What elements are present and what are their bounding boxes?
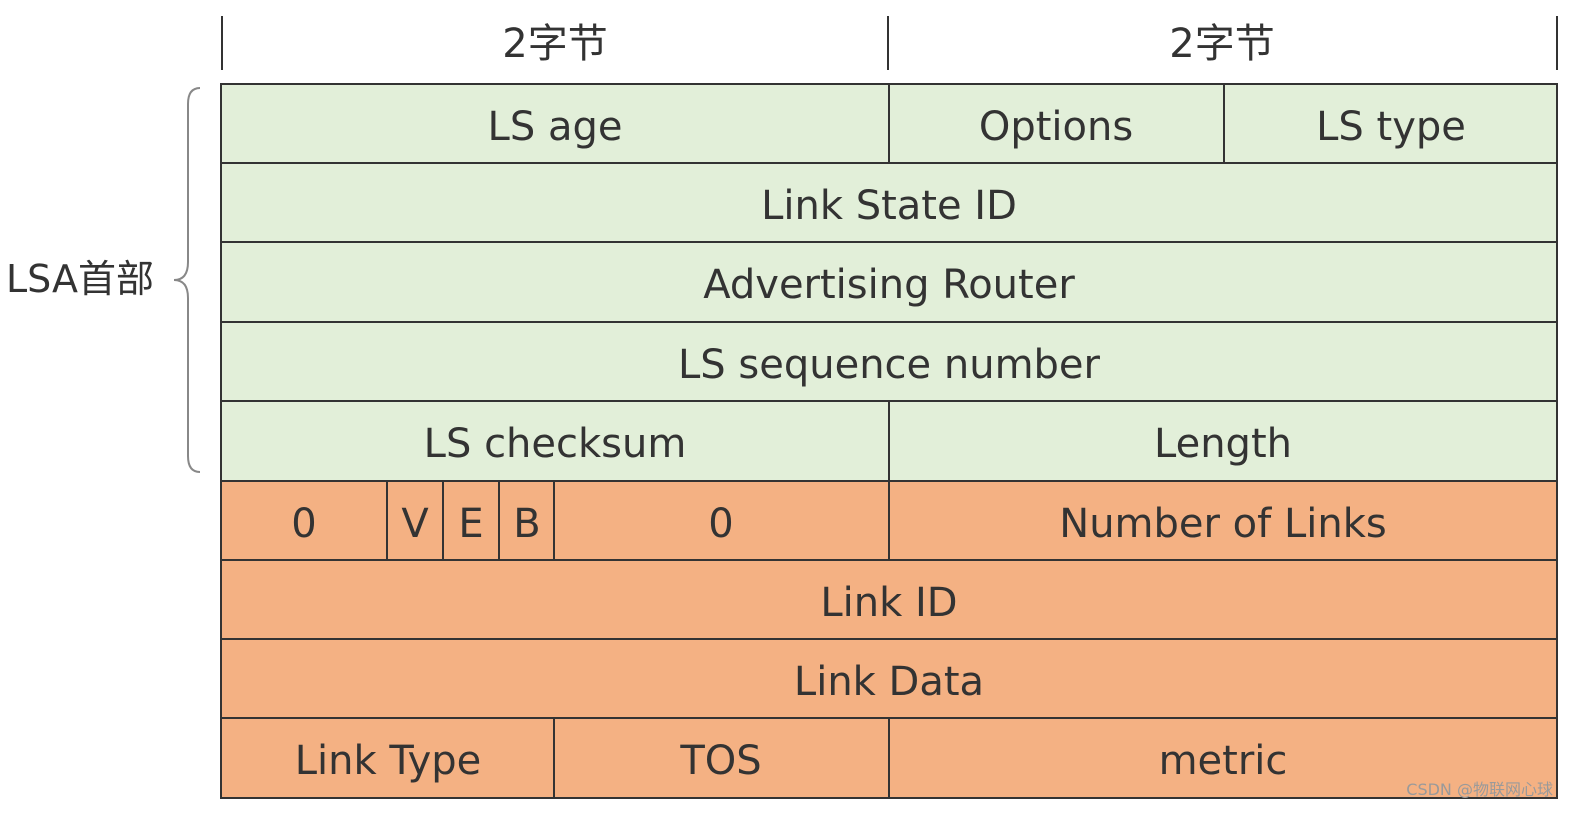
tos-label: TOS (679, 738, 761, 784)
field-ls-checksum (220, 400, 890, 482)
link-type-label: Link Type (295, 738, 482, 784)
field-metric (888, 717, 1558, 799)
number-of-links-label: Number of Links (1059, 501, 1386, 547)
field-tos (553, 717, 890, 799)
watermark: CSDN @物联网心球 (1406, 780, 1553, 799)
options-label: Options (979, 104, 1133, 150)
link-data-label: Link Data (794, 659, 984, 705)
field-length (888, 400, 1558, 482)
metric-label: metric (1159, 738, 1288, 784)
field-ls-age (220, 83, 890, 164)
length-label: Length (1154, 421, 1292, 467)
field-link-data (220, 638, 1558, 719)
field-zero-right (553, 480, 890, 561)
link-id-label: Link ID (820, 580, 957, 626)
router-lsa-section: 0 V E B 0 Number of Links Link ID Link D… (220, 480, 1558, 799)
flag-b-label: B (513, 501, 540, 547)
left-width-label: 2字节 (502, 21, 607, 67)
curly-brace-icon (173, 87, 201, 473)
field-number-of-links (888, 480, 1558, 561)
zero-right-label: 0 (708, 501, 733, 547)
flag-e-label: E (458, 501, 483, 547)
zero-left-label: 0 (291, 501, 316, 547)
field-link-type (220, 717, 555, 799)
field-flag-b (498, 480, 555, 561)
ls-checksum-label: LS checksum (424, 421, 687, 467)
lsa-header-brace: LSA首部 (6, 87, 201, 473)
field-link-id (220, 559, 1558, 640)
field-flag-v (386, 480, 444, 561)
field-ls-type (1223, 83, 1558, 164)
lsa-header-label: LSA首部 (6, 257, 154, 301)
flag-v-label: V (401, 501, 429, 547)
lsa-header-section: LS age Options LS type Link State ID Adv… (220, 83, 1558, 482)
width-ruler: 2字节 2字节 (221, 16, 1558, 70)
ls-age-label: LS age (488, 104, 623, 150)
right-width-label: 2字节 (1169, 21, 1274, 67)
ls-type-label: LS type (1316, 104, 1466, 150)
advertising-router-label: Advertising Router (703, 262, 1075, 308)
field-options (888, 83, 1225, 164)
field-zero-left (220, 480, 388, 561)
link-state-id-label: Link State ID (761, 183, 1017, 229)
ls-sequence-number-label: LS sequence number (678, 342, 1101, 388)
